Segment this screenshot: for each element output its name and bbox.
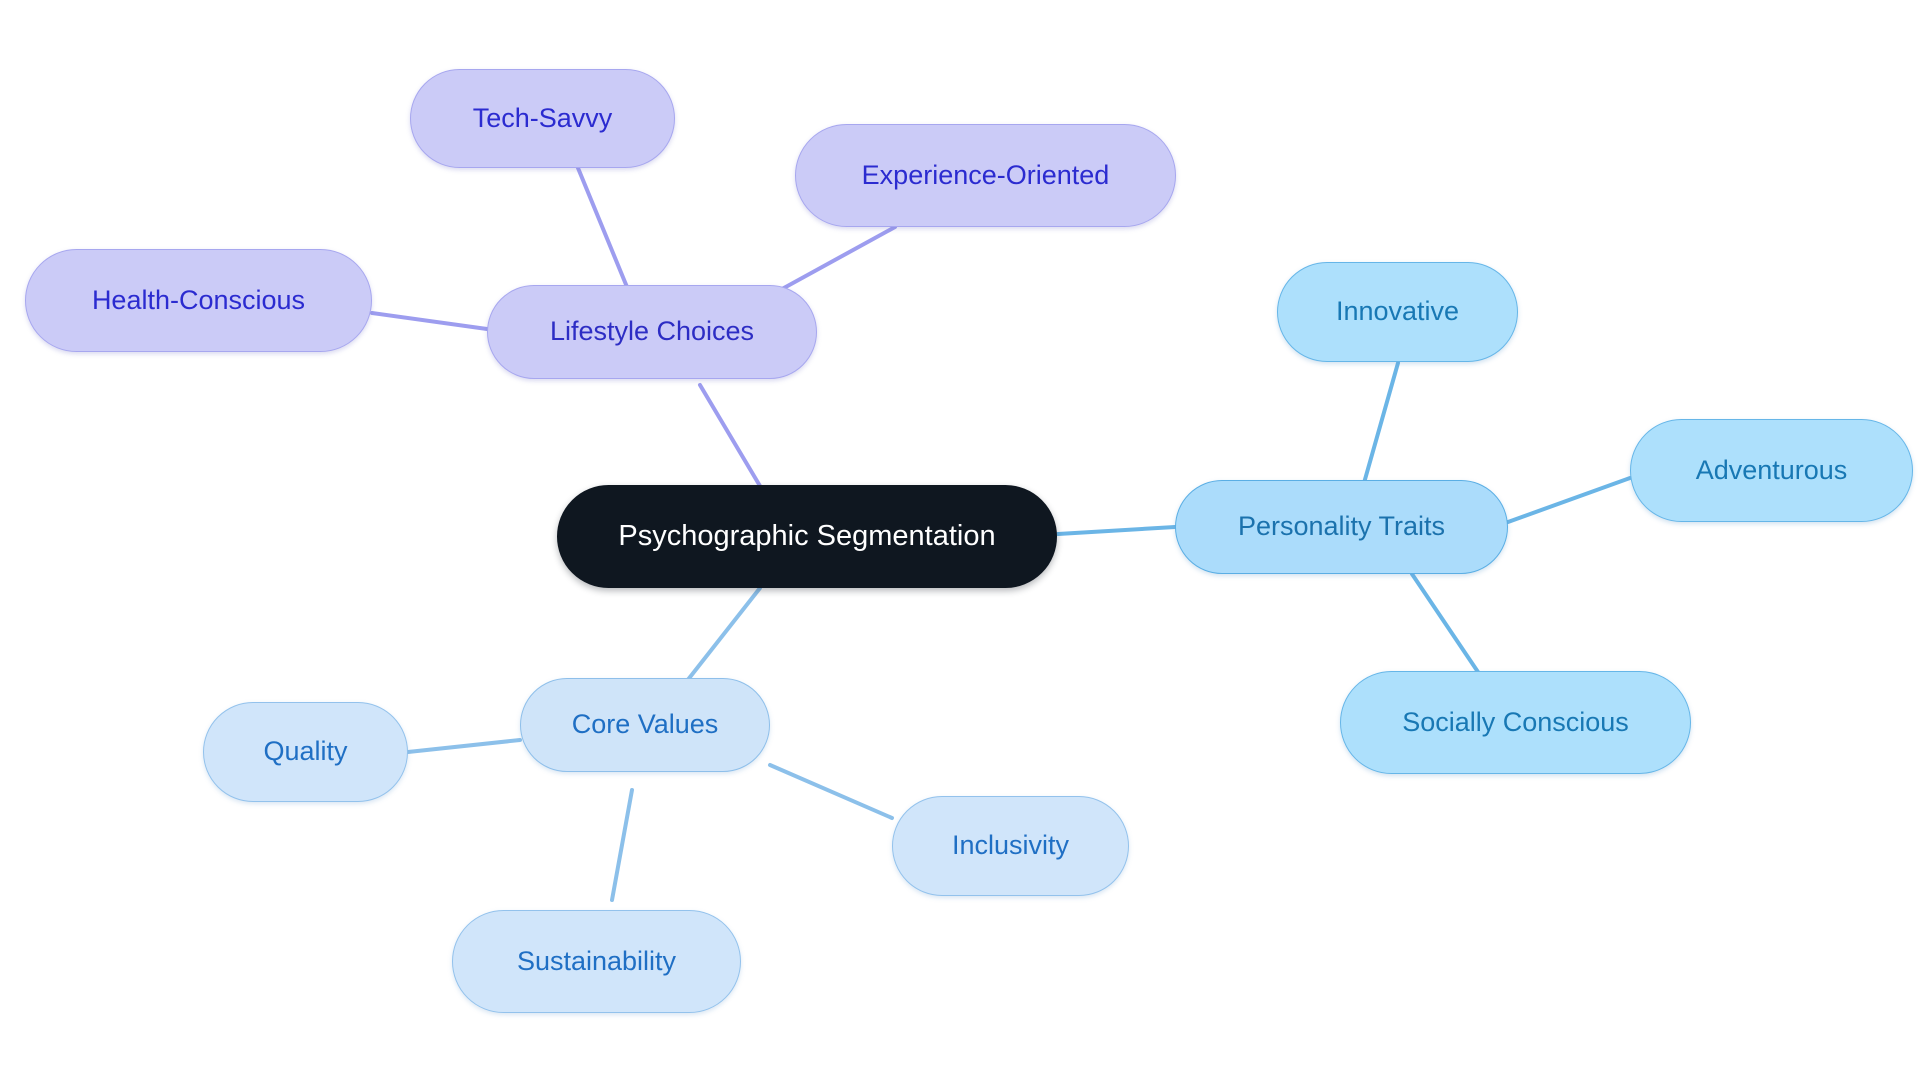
edge-core-values-to-inclusivity (768, 763, 894, 820)
node-experience-oriented[interactable]: Experience-Oriented (795, 124, 1176, 227)
node-core-values[interactable]: Core Values (520, 678, 770, 772)
node-personality-traits[interactable]: Personality Traits (1175, 480, 1508, 574)
node-label: Adventurous (1695, 454, 1848, 485)
edge-root-to-lifestyle-choices (698, 383, 762, 488)
node-sustainability[interactable]: Sustainability (452, 910, 741, 1013)
node-label: Socially Conscious (1402, 706, 1629, 737)
node-socially-conscious[interactable]: Socially Conscious (1340, 671, 1691, 774)
node-label: Personality Traits (1237, 511, 1446, 542)
node-psychographic-segmentation[interactable]: Psychographic Segmentation (557, 485, 1057, 588)
node-label: Health-Conscious (91, 284, 306, 315)
edge-lifestyle-choices-to-tech-savvy (576, 166, 629, 289)
node-label: Innovative (1335, 296, 1460, 327)
node-label: Sustainability (516, 945, 677, 976)
edge-core-values-to-sustainability (610, 788, 634, 902)
edge-personality-traits-to-adventurous (1506, 476, 1632, 524)
node-inclusivity[interactable]: Inclusivity (892, 796, 1129, 896)
node-label: Experience-Oriented (861, 159, 1110, 190)
edge-personality-traits-to-innovative (1360, 361, 1400, 492)
node-label: Lifestyle Choices (549, 316, 755, 347)
node-label: Core Values (571, 709, 719, 740)
node-adventurous[interactable]: Adventurous (1630, 419, 1913, 522)
node-tech-savvy[interactable]: Tech-Savvy (410, 69, 675, 168)
edge-root-to-personality-traits (1056, 525, 1177, 536)
node-lifestyle-choices[interactable]: Lifestyle Choices (487, 285, 817, 379)
node-label: Quality (263, 736, 348, 767)
edge-personality-traits-to-socially-conscious (1410, 572, 1480, 674)
node-health-conscious[interactable]: Health-Conscious (25, 249, 372, 352)
node-quality[interactable]: Quality (203, 702, 408, 802)
node-label: Psychographic Segmentation (618, 519, 996, 552)
node-label: Inclusivity (951, 830, 1070, 861)
edge-lifestyle-choices-to-health-conscious (370, 311, 489, 331)
node-label: Tech-Savvy (472, 102, 613, 133)
edge-core-values-to-quality (406, 738, 522, 754)
node-innovative[interactable]: Innovative (1277, 262, 1518, 362)
